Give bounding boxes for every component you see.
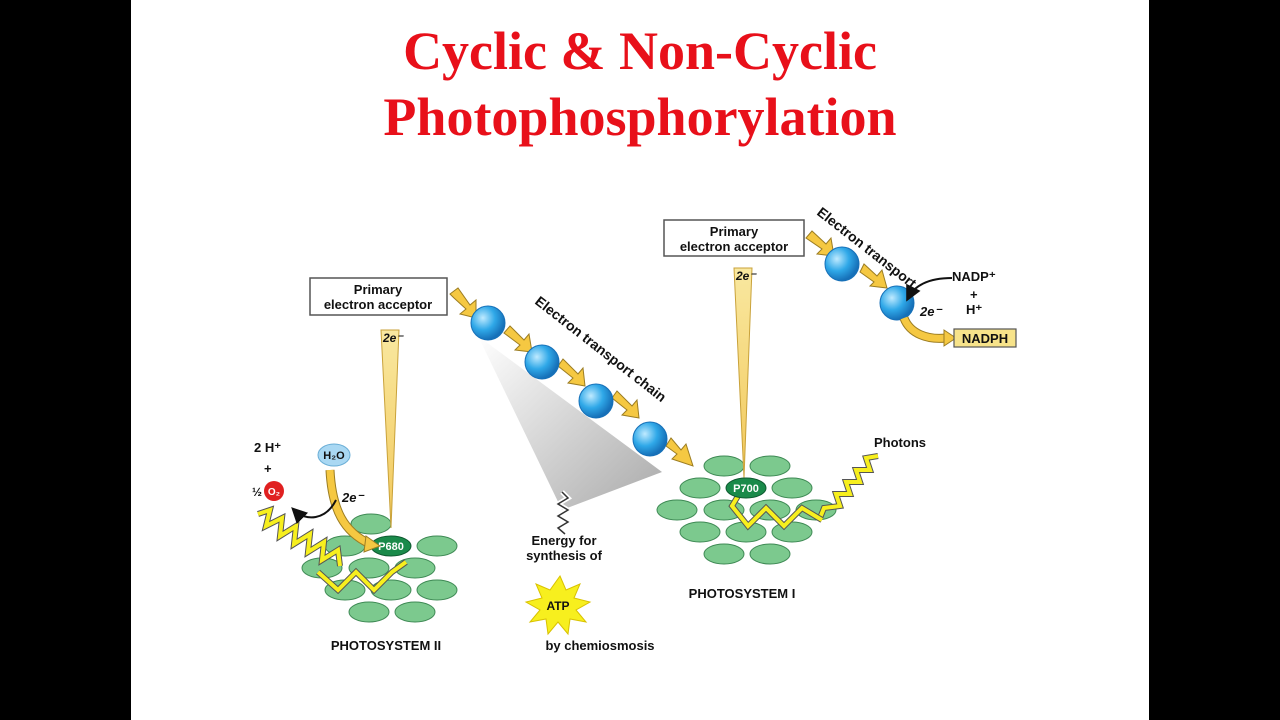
photons-label: Photons bbox=[874, 435, 926, 450]
p700-reaction-center: P700 bbox=[725, 477, 767, 499]
water-label: H₂O bbox=[323, 450, 345, 462]
products-plus-label: + bbox=[264, 461, 272, 476]
title-line-2: Photophosphorylation bbox=[383, 87, 897, 147]
photosystem-i-cluster bbox=[656, 455, 837, 565]
p680-label: P680 bbox=[378, 541, 404, 553]
energy-label-line2: synthesis of bbox=[526, 548, 603, 563]
photosystem-ii-label: PHOTOSYSTEM II bbox=[331, 638, 441, 653]
photosystem-i-label: PHOTOSYSTEM I bbox=[689, 586, 796, 601]
nadp-arrow bbox=[906, 277, 953, 302]
ps1-chain-arrows bbox=[805, 230, 888, 289]
nadph-box: NADPH bbox=[953, 328, 1017, 348]
ps2-primary-acceptor: Primary electron acceptor bbox=[309, 277, 448, 316]
oxygen-label: O₂ bbox=[268, 487, 280, 498]
electron-carriers-ps1 bbox=[824, 246, 915, 321]
water-electron-arrowhead bbox=[363, 535, 382, 553]
slide-title: Cyclic & Non-Cyclic Photophosphorylation bbox=[131, 18, 1149, 150]
atp-label: ATP bbox=[546, 599, 569, 613]
energy-cone bbox=[478, 336, 662, 510]
atp-starburst: ATP bbox=[524, 574, 592, 636]
ps1-acceptor-line1: Primary bbox=[710, 224, 759, 239]
water-electron-label: 2e⁻ bbox=[341, 490, 365, 505]
chemiosmosis-label: by chemiosmosis bbox=[545, 638, 654, 653]
electron-carriers-chain bbox=[470, 305, 668, 457]
water-electron-arrow-fill bbox=[326, 469, 372, 548]
ps2-acceptor-line2: electron acceptor bbox=[324, 297, 432, 312]
h-ion-label: H⁺ bbox=[966, 302, 982, 317]
nadp-plus-label: + bbox=[970, 287, 978, 302]
photosystem-ii-cluster bbox=[301, 513, 458, 623]
ps1-primary-acceptor: Primary electron acceptor bbox=[663, 219, 805, 257]
ps2-beam-electron-label: 2e⁻ bbox=[382, 331, 404, 345]
nadph-arrow-fill bbox=[900, 316, 947, 342]
nadph-label: NADPH bbox=[962, 331, 1008, 346]
ps2-chain-arrows bbox=[449, 287, 694, 467]
nadp-label: NADP⁺ bbox=[952, 269, 996, 284]
ps2-acceptor-line1: Primary bbox=[354, 282, 403, 297]
ps1-beam-electron-label: 2e⁻ bbox=[735, 269, 757, 283]
ps1-acceptor-line2: electron acceptor bbox=[680, 239, 788, 254]
ps2-photon-zigzag bbox=[257, 505, 408, 595]
water-molecule: H₂O bbox=[317, 443, 351, 467]
oxygen-release-arrow bbox=[291, 499, 337, 525]
ps1-photon-zigzag bbox=[728, 453, 879, 531]
half-fraction-label: ½ bbox=[252, 485, 262, 499]
ps2-excitation-beam bbox=[380, 329, 400, 529]
ps1-excitation-beam bbox=[733, 267, 753, 479]
oxygen-molecule: O₂ bbox=[264, 481, 284, 501]
nadph-electron-label: 2e⁻ bbox=[919, 304, 943, 319]
nadph-arrowhead bbox=[943, 329, 957, 347]
title-line-1: Cyclic & Non-Cyclic bbox=[403, 21, 877, 81]
p700-label: P700 bbox=[733, 483, 759, 495]
p680-reaction-center: P680 bbox=[370, 535, 412, 557]
energy-label-line1: Energy for bbox=[531, 533, 596, 548]
energy-squiggle-outline bbox=[556, 491, 570, 535]
hydrogen-ions-label: 2 H⁺ bbox=[254, 440, 281, 455]
slide: Cyclic & Non-Cyclic Photophosphorylation bbox=[131, 0, 1149, 720]
